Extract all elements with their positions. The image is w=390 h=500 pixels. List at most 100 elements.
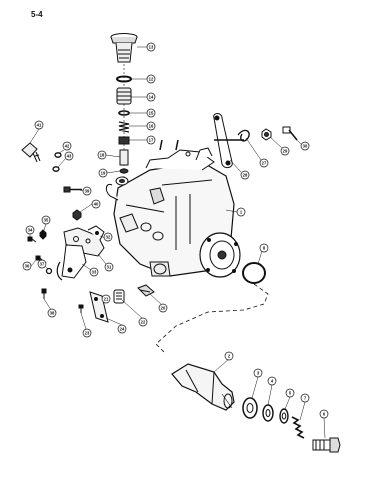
- svg-text:6: 6: [323, 412, 326, 417]
- nut-29: [261, 128, 272, 141]
- callout-labels: 13 12 14 15 16 17 18 19 41 42 43 39 40 1…: [22, 42, 329, 419]
- svg-text:16: 16: [149, 124, 154, 129]
- bolt-7: [312, 437, 341, 453]
- callout-14: 14: [146, 92, 156, 102]
- callout-7: 7: [300, 393, 310, 403]
- svg-text:39: 39: [85, 189, 90, 194]
- svg-text:36: 36: [25, 264, 30, 269]
- callout-20: 20: [158, 303, 168, 313]
- screw-38: [41, 288, 47, 299]
- svg-text:2: 2: [228, 354, 231, 359]
- filter-screen-22: [113, 289, 125, 304]
- callout-37: 37: [37, 259, 47, 269]
- svg-text:21: 21: [104, 297, 109, 302]
- svg-text:18: 18: [100, 153, 105, 158]
- callout-16: 16: [146, 121, 156, 131]
- valve-piece-17: [118, 136, 130, 145]
- callout-21: 21: [101, 294, 111, 304]
- svg-text:40: 40: [94, 202, 99, 207]
- stop-lever-33: [56, 244, 87, 281]
- svg-text:38: 38: [50, 311, 55, 316]
- svg-text:22: 22: [141, 320, 146, 325]
- page-number: 5-4: [31, 10, 43, 19]
- svg-text:7: 7: [304, 396, 307, 401]
- callout-23: 23: [82, 328, 92, 338]
- throttle-lever-28: [213, 113, 244, 169]
- svg-text:3: 3: [257, 371, 260, 376]
- svg-text:24: 24: [120, 327, 125, 332]
- cover-plate-24: [89, 291, 109, 323]
- bolt-39: [63, 186, 82, 193]
- callout-32: 32: [103, 232, 113, 242]
- svg-text:23: 23: [85, 331, 90, 336]
- callout-29: 29: [280, 146, 290, 156]
- callout-8: 8: [259, 243, 269, 253]
- callout-18: 18: [97, 150, 107, 160]
- bushing-3: [242, 397, 258, 419]
- callout-30: 30: [300, 141, 310, 151]
- spring-27: [237, 129, 250, 142]
- ring-5: [279, 408, 289, 424]
- svg-text:14: 14: [149, 95, 154, 100]
- callout-17: 17: [146, 135, 156, 145]
- washer-37: [45, 267, 53, 275]
- callout-5: 5: [285, 388, 295, 398]
- svg-text:12: 12: [149, 77, 154, 82]
- svg-text:17: 17: [149, 138, 154, 143]
- svg-text:13: 13: [149, 45, 154, 50]
- callout-1: 1: [236, 207, 246, 217]
- seat-19: [119, 168, 129, 174]
- pump-housing: [105, 139, 241, 278]
- o-ring-8: [242, 262, 266, 284]
- filter-element-20: [137, 284, 155, 297]
- callout-31: 31: [104, 262, 114, 272]
- callout-36: 36: [22, 261, 32, 271]
- bracket-32: [87, 225, 105, 241]
- callout-34: 34: [25, 225, 35, 235]
- svg-text:29: 29: [283, 149, 288, 154]
- callout-4: 4: [267, 376, 277, 386]
- washer-42: [54, 152, 62, 158]
- svg-text:15: 15: [149, 111, 154, 116]
- screw-23: [78, 304, 84, 313]
- nut-35: [39, 229, 47, 240]
- callout-3: 3: [253, 368, 263, 378]
- screw-34: [27, 236, 37, 243]
- washer-43: [52, 166, 60, 172]
- callout-19: 19: [98, 168, 108, 178]
- callout-33: 33: [89, 267, 99, 277]
- screw-30: [282, 126, 298, 141]
- callout-6: 6: [319, 409, 329, 419]
- svg-text:43: 43: [67, 154, 72, 159]
- callout-13: 13: [146, 42, 156, 52]
- callout-39: 39: [82, 186, 92, 196]
- svg-text:19: 19: [101, 171, 106, 176]
- svg-text:32: 32: [106, 235, 111, 240]
- bleed-screw-41: [21, 142, 41, 163]
- callout-22: 22: [138, 317, 148, 327]
- callout-41: 41: [34, 120, 44, 130]
- plunger-18: [119, 149, 129, 166]
- delivery-valve-body: [116, 87, 132, 105]
- washer-4: [262, 404, 274, 422]
- callout-28: 28: [240, 170, 250, 180]
- svg-text:8: 8: [263, 246, 266, 251]
- callout-15: 15: [146, 108, 156, 118]
- callout-27: 27: [259, 158, 269, 168]
- callout-12: 12: [146, 74, 156, 84]
- callout-2: 2: [224, 351, 234, 361]
- nut-40: [72, 209, 82, 221]
- delivery-valve-holder: [110, 33, 138, 63]
- spring-6: [291, 416, 305, 439]
- svg-text:37: 37: [40, 262, 45, 267]
- svg-text:1: 1: [240, 210, 243, 215]
- svg-text:5: 5: [289, 391, 292, 396]
- svg-text:34: 34: [28, 228, 33, 233]
- callout-35: 35: [41, 215, 51, 225]
- svg-text:31: 31: [107, 265, 112, 270]
- valve-spring: [118, 121, 130, 133]
- callout-24: 24: [117, 324, 127, 334]
- svg-text:4: 4: [271, 379, 274, 384]
- callout-40: 40: [91, 199, 101, 209]
